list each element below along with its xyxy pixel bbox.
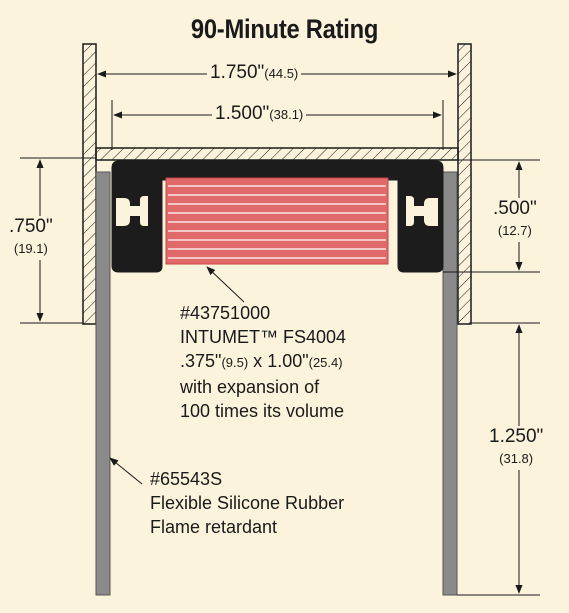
right-wall bbox=[457, 43, 472, 325]
dim-lower-height-label: 1.250" (31.8) bbox=[486, 426, 547, 470]
left-clip-notch bbox=[116, 196, 148, 226]
dim-right-height-metric: (12.7) bbox=[497, 223, 532, 238]
dim-right-height-main: .500" bbox=[493, 198, 537, 219]
diagram-title: 90-Minute Rating bbox=[190, 14, 379, 44]
gasket-carrier bbox=[111, 160, 444, 273]
intumescent-part-number: #43751000 bbox=[180, 303, 271, 323]
top-channel bbox=[95, 147, 459, 161]
dim-lower-height-main: 1.250" bbox=[489, 426, 544, 447]
intumescent-strip bbox=[165, 177, 389, 265]
left-wall bbox=[82, 43, 97, 325]
intumescent-line4: with expansion of bbox=[180, 377, 320, 397]
dim-inner-label: 1.500"(38.1) bbox=[212, 103, 307, 125]
intumescent-size-a: .375" bbox=[180, 351, 222, 371]
dim-overall-metric: (44.5) bbox=[264, 66, 299, 81]
leader-rubber bbox=[109, 457, 143, 485]
leader-intumescent bbox=[206, 266, 245, 303]
intumescent-size-x: x bbox=[248, 351, 268, 371]
intumescent-size: .375"(9.5) x 1.00"(25.4) bbox=[180, 349, 346, 375]
intumescent-size-b: 1.00" bbox=[267, 351, 309, 371]
dim-inner-metric: (38.1) bbox=[269, 107, 304, 122]
dim-overall-main: 1.750" bbox=[210, 62, 265, 83]
dim-inner-main: 1.500" bbox=[215, 103, 270, 124]
dim-right-height-label: .500" (12.7) bbox=[490, 198, 540, 242]
dim-lower-height-metric: (31.8) bbox=[499, 451, 534, 466]
intumescent-size-b-metric: (25.4) bbox=[308, 355, 343, 370]
dim-left-height-metric: (19.1) bbox=[13, 241, 48, 256]
intumescent-line5: 100 times its volume bbox=[180, 401, 345, 421]
rubber-part-number: #65543S bbox=[150, 469, 223, 489]
intumescent-callout: #43751000 INTUMET™ FS4004 .375"(9.5) x 1… bbox=[180, 301, 346, 423]
intumescent-name: INTUMET™ FS4004 bbox=[180, 327, 347, 347]
dim-left-height-main: .750" bbox=[9, 216, 53, 237]
dim-left-height-label: .750" (19.1) bbox=[6, 216, 56, 260]
rubber-callout: #65543S Flexible Silicone Rubber Flame r… bbox=[150, 467, 344, 539]
intumescent-size-a-metric: (9.5) bbox=[221, 355, 249, 370]
rubber-strip-left bbox=[95, 171, 111, 596]
dim-overall-label: 1.750"(44.5) bbox=[207, 62, 302, 84]
right-clip-notch bbox=[406, 196, 438, 226]
rubber-line2: Flexible Silicone Rubber bbox=[150, 493, 345, 513]
rubber-strip-right bbox=[442, 171, 458, 596]
rubber-line3: Flame retardant bbox=[150, 517, 278, 537]
